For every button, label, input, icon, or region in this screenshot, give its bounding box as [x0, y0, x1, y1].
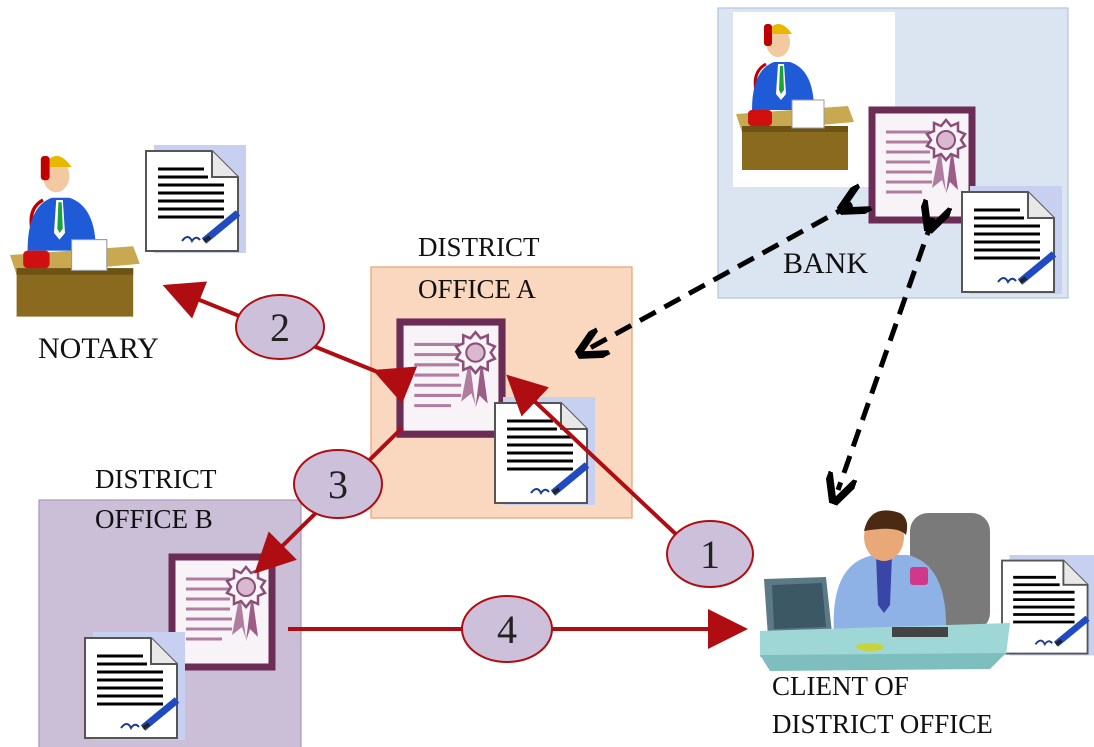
step-label-1: 1	[700, 532, 720, 577]
office-b-certificate-icon	[172, 557, 272, 667]
client-label-line1: CLIENT OF	[772, 671, 909, 701]
notary-clerk-icon	[8, 154, 142, 319]
office-b-label-line1: DISTRICT	[95, 464, 217, 494]
step-bubble-1: 1	[666, 520, 754, 588]
bank-certificate-icon	[872, 110, 972, 220]
notary-label: NOTARY	[38, 332, 159, 365]
step-label-4: 4	[497, 607, 517, 652]
dashed-arrow-bank-office-a	[590, 204, 852, 348]
step-bubble-4: 4	[461, 595, 553, 663]
step-label-2: 2	[270, 305, 290, 350]
client-label-line2: DISTRICT OFFICE	[772, 709, 993, 739]
arrow-client-office-a	[506, 374, 700, 557]
office-a-label-line2: OFFICE A	[418, 274, 536, 304]
office-b-label-line2: OFFICE B	[95, 504, 213, 534]
office-a-certificate-icon	[400, 322, 502, 434]
bank-label: BANK	[783, 247, 868, 280]
notary-document-icon	[146, 145, 246, 253]
dashed-arrow-bank-client	[838, 218, 933, 490]
bank-document-icon	[962, 186, 1062, 294]
step-label-3: 3	[328, 462, 348, 507]
office-b-document-icon	[85, 632, 185, 740]
step-bubble-2: 2	[235, 294, 325, 360]
client-document-icon	[1002, 555, 1094, 655]
client-person-icon	[760, 510, 1010, 671]
step-bubble-3: 3	[293, 449, 383, 519]
office-a-label-line1: DISTRICT	[418, 232, 540, 262]
